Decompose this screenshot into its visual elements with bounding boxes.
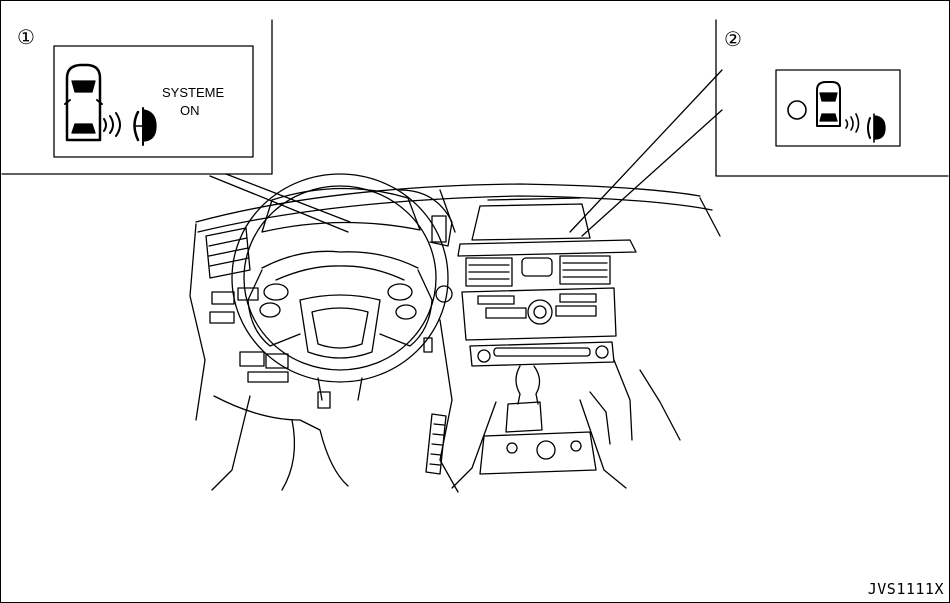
dashboard-top [189, 183, 721, 421]
callout-2-frame [569, 19, 949, 237]
hood-release [423, 337, 433, 353]
indicator-circle-icon [787, 100, 807, 120]
person-icon [133, 107, 157, 146]
sonar-wave-icon [103, 112, 121, 137]
callout-1-label-line2: ON [180, 103, 200, 118]
start-button [435, 285, 453, 303]
person-icon-small [867, 113, 886, 143]
callout-2-box [775, 69, 901, 147]
center-display [457, 197, 637, 257]
steering-wheel [231, 173, 449, 401]
gear-shifter [451, 365, 627, 489]
center-air-vents [465, 255, 611, 287]
figure-id-label: JVS1111X [867, 580, 944, 598]
callout-1-number: ① [17, 27, 35, 49]
left-air-vent [205, 227, 289, 383]
accelerator-pedal [425, 413, 447, 475]
lower-dash [211, 319, 681, 493]
car-top-view-icon [64, 63, 103, 142]
callout-1-label-line1: SYSTEME [162, 85, 224, 100]
callout-2-number: ② [724, 29, 742, 51]
sonar-wave-icon-small [845, 113, 860, 133]
instrument-cluster [261, 187, 453, 247]
car-top-view-icon-small [816, 81, 841, 127]
audio-climate-panel [461, 287, 617, 367]
callout-1-box [53, 45, 254, 158]
